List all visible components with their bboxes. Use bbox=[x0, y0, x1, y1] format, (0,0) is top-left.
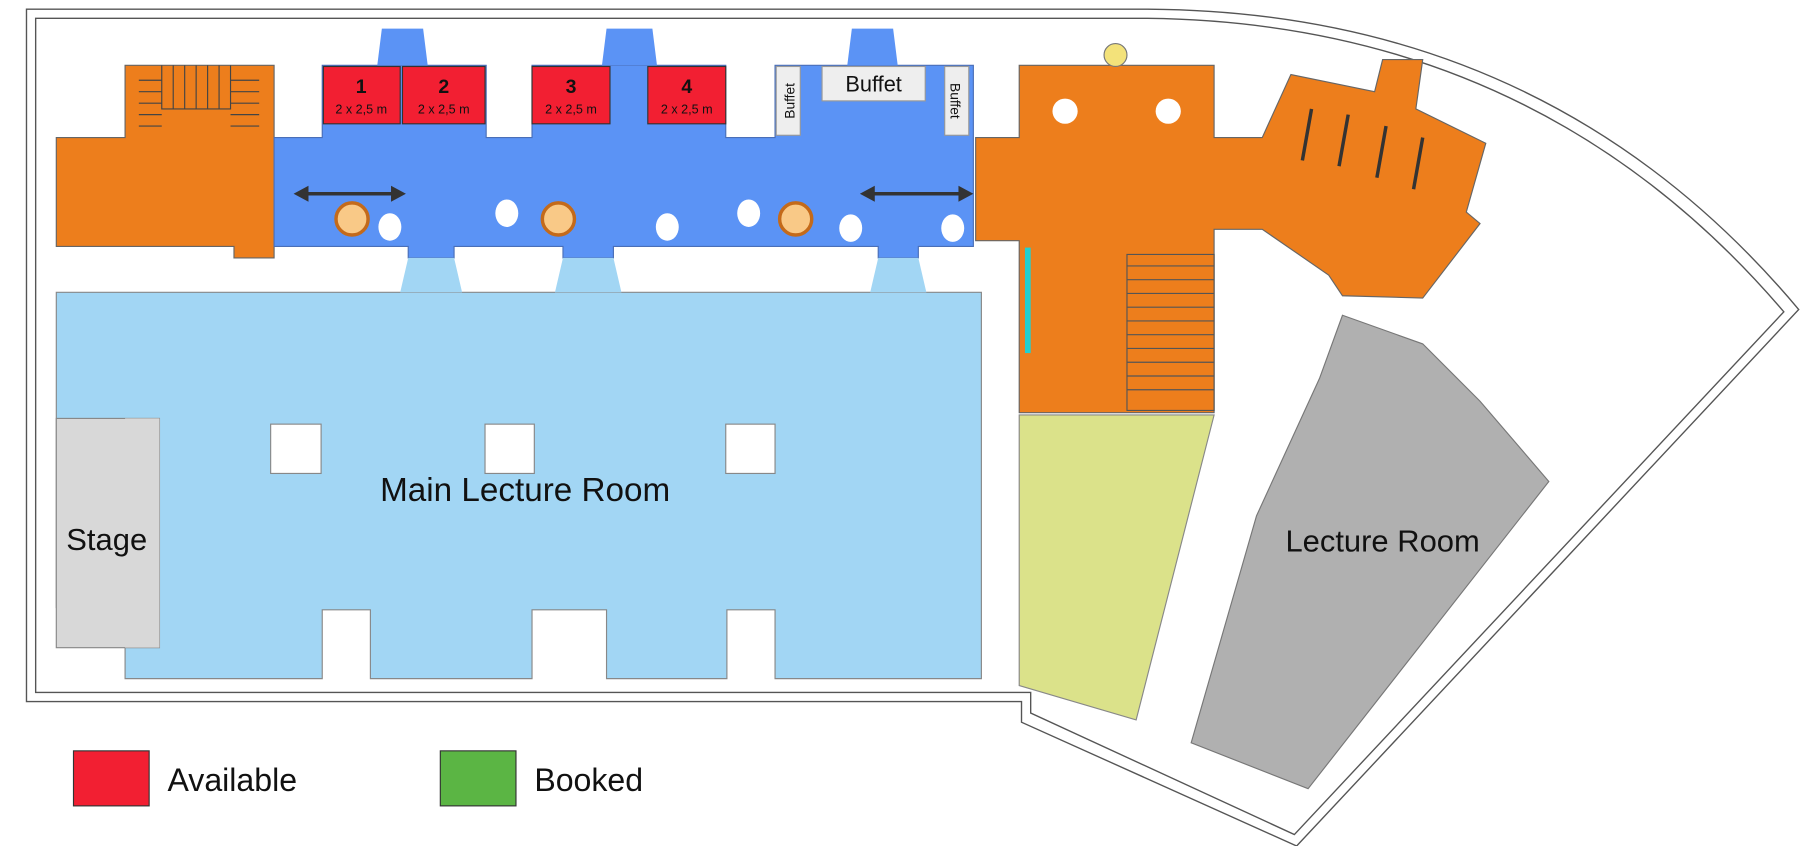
booth-size: 2 x 2,5 m bbox=[418, 102, 470, 116]
legend-item-booked: Booked bbox=[439, 750, 643, 807]
room-main-lecture[interactable] bbox=[55, 291, 982, 680]
lecture-room-label: Lecture Room bbox=[1285, 523, 1479, 558]
buffet-right: Buffet bbox=[944, 65, 970, 136]
buffet-left: Buffet bbox=[775, 65, 801, 136]
booth-size: 2 x 2,5 m bbox=[545, 102, 597, 116]
svg-text:Buffet: Buffet bbox=[783, 83, 798, 119]
tables bbox=[334, 199, 965, 242]
booth-2[interactable]: 2 2 x 2,5 m bbox=[401, 65, 486, 125]
room-stairwell-left bbox=[55, 64, 275, 259]
legend-item-available: Available bbox=[72, 750, 297, 807]
sun-icon bbox=[1103, 42, 1128, 68]
svg-text:Buffet: Buffet bbox=[947, 83, 962, 119]
booth-size: 2 x 2,5 m bbox=[335, 102, 387, 116]
svg-text:Available: Available bbox=[167, 762, 297, 798]
stage-label: Stage bbox=[66, 522, 147, 557]
booth-number: 4 bbox=[681, 76, 692, 98]
booth-size: 2 x 2,5 m bbox=[661, 102, 713, 116]
legend: Available Booked bbox=[72, 750, 643, 807]
booth-number: 1 bbox=[356, 76, 367, 98]
svg-text:Booked: Booked bbox=[534, 762, 643, 798]
booth-number: 2 bbox=[438, 76, 449, 98]
booth-1[interactable]: 1 2 x 2,5 m bbox=[322, 65, 401, 125]
room-lecture[interactable] bbox=[1190, 314, 1550, 790]
room-green[interactable] bbox=[1018, 414, 1215, 721]
arrow-left-double bbox=[293, 185, 406, 202]
main-lecture-room-label: Main Lecture Room bbox=[380, 472, 670, 509]
building-outline bbox=[25, 8, 1800, 846]
arrow-right-double bbox=[859, 185, 974, 202]
stairs-right bbox=[1126, 253, 1215, 411]
buffet-center: Buffet bbox=[821, 65, 926, 102]
room-foyer-right bbox=[975, 59, 1487, 414]
booth-4[interactable]: 4 2 x 2,5 m bbox=[647, 65, 727, 125]
svg-text:Buffet: Buffet bbox=[845, 72, 901, 97]
booth-3[interactable]: 3 2 x 2,5 m bbox=[531, 65, 611, 125]
booth-number: 3 bbox=[566, 76, 577, 98]
